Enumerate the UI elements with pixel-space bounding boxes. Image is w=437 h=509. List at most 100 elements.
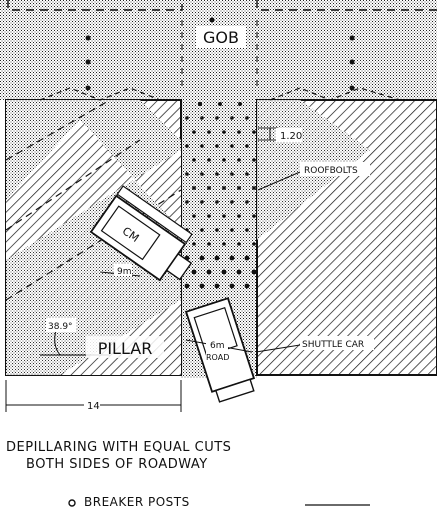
roofbolt xyxy=(230,200,234,204)
roofbolt xyxy=(207,186,211,190)
roofbolt xyxy=(245,172,249,176)
roofbolt xyxy=(191,269,197,275)
roofbolt xyxy=(184,283,190,289)
roofbolt xyxy=(244,283,250,289)
roofbolt xyxy=(244,255,250,261)
roofbolt xyxy=(237,214,241,218)
gob-label-bg xyxy=(196,26,246,48)
caption-line-1: DEPILLARING WITH EQUAL CUTS xyxy=(6,440,232,455)
roofbolt xyxy=(207,158,211,162)
roofbolt xyxy=(200,172,204,176)
roofbolt xyxy=(192,158,196,162)
roofbolt xyxy=(215,200,219,204)
roofbolt xyxy=(251,269,257,275)
dim-120-label-bg xyxy=(276,128,302,142)
roofbolt xyxy=(230,172,234,176)
goaf-edge-line xyxy=(39,87,161,101)
roofbolt xyxy=(252,158,256,162)
angle-label: 38.9° xyxy=(48,322,73,332)
roofbolt xyxy=(215,116,219,120)
roofbolts-label-bg xyxy=(300,162,370,176)
roofbolt xyxy=(230,228,234,232)
roofbolt xyxy=(237,130,241,134)
gob-dashed-outline-right xyxy=(256,0,437,11)
dim-14-label-bg xyxy=(84,398,100,412)
cut-line-1 xyxy=(5,99,111,161)
roofbolt xyxy=(207,130,211,134)
roofbolt xyxy=(229,283,235,289)
roofbolt xyxy=(207,242,211,246)
roofbolt xyxy=(199,255,205,261)
caption-line-2: BOTH SIDES OF ROADWAY xyxy=(26,457,208,472)
roofbolt xyxy=(222,186,226,190)
shuttle-car-label: SHUTTLE CAR xyxy=(302,340,364,350)
roofbolt xyxy=(200,144,204,148)
continuous-miner: CM xyxy=(89,185,193,282)
roofbolt xyxy=(252,242,256,246)
shuttle-car-leader xyxy=(255,344,301,353)
dim-6m-label: 6m xyxy=(210,341,225,351)
shuttle-label-bg xyxy=(300,336,374,350)
roofbolt xyxy=(200,116,204,120)
roofbolts-leader xyxy=(257,171,301,191)
roofbolt xyxy=(221,269,227,275)
left-hatch-band-1 xyxy=(6,120,181,260)
dim-120-label: 1.20 xyxy=(280,131,302,142)
roofbolt xyxy=(192,214,196,218)
pillar-label-bg xyxy=(86,336,164,358)
gob-area xyxy=(0,0,437,100)
breaker-posts-gob xyxy=(85,17,355,106)
roofbolt xyxy=(215,228,219,232)
legend-breaker-posts: BREAKER POSTS xyxy=(84,495,190,509)
roofbolt xyxy=(185,144,189,148)
roofbolt xyxy=(229,255,235,261)
dim-6m-label-bg xyxy=(206,338,228,362)
left-cut-zone-upper xyxy=(6,100,181,230)
roofbolt xyxy=(207,214,211,218)
roofbolt xyxy=(236,269,242,275)
pillar-label: PILLAR xyxy=(98,339,153,358)
goaf-edge-line-right xyxy=(269,87,401,101)
roofbolt xyxy=(200,228,204,232)
gob-dashed-outline-left xyxy=(7,0,183,11)
roofbolt xyxy=(222,242,226,246)
roofbolt xyxy=(230,116,234,120)
roofbolt xyxy=(222,158,226,162)
roofbolt xyxy=(185,200,189,204)
roofbolt xyxy=(245,200,249,204)
roofbolt xyxy=(252,130,256,134)
angle-arc xyxy=(54,329,61,356)
roofbolt xyxy=(185,116,189,120)
dim-9m-label: 9m xyxy=(117,267,132,277)
roofbolt xyxy=(214,283,220,289)
roofbolt xyxy=(215,144,219,148)
gob-label: GOB xyxy=(203,28,239,47)
roofbolt xyxy=(192,130,196,134)
roofbolt xyxy=(215,172,219,176)
roofbolt xyxy=(237,186,241,190)
roofbolt xyxy=(199,283,205,289)
road-label: ROAD xyxy=(206,353,229,362)
roofbolt xyxy=(200,200,204,204)
roofbolt xyxy=(252,214,256,218)
dim-9m-label-bg xyxy=(114,264,132,276)
roofbolt xyxy=(245,144,249,148)
roofbolt xyxy=(230,144,234,148)
roofbolt xyxy=(245,116,249,120)
roofbolt xyxy=(192,186,196,190)
roofbolt xyxy=(222,214,226,218)
roofbolt xyxy=(192,242,196,246)
roofbolt-grid xyxy=(184,116,257,289)
dim-14-label: 14 xyxy=(87,401,100,412)
roofbolt xyxy=(245,228,249,232)
roofbolt xyxy=(237,242,241,246)
angle-label-bg xyxy=(46,318,76,332)
spacing-bracket xyxy=(258,127,278,141)
roofbolt xyxy=(185,172,189,176)
roofbolt xyxy=(206,269,212,275)
roofbolt xyxy=(252,186,256,190)
roofbolt xyxy=(222,130,226,134)
breaker-post-legend-icon xyxy=(68,499,76,507)
roofbolts-label: ROOFBOLTS xyxy=(304,166,358,176)
